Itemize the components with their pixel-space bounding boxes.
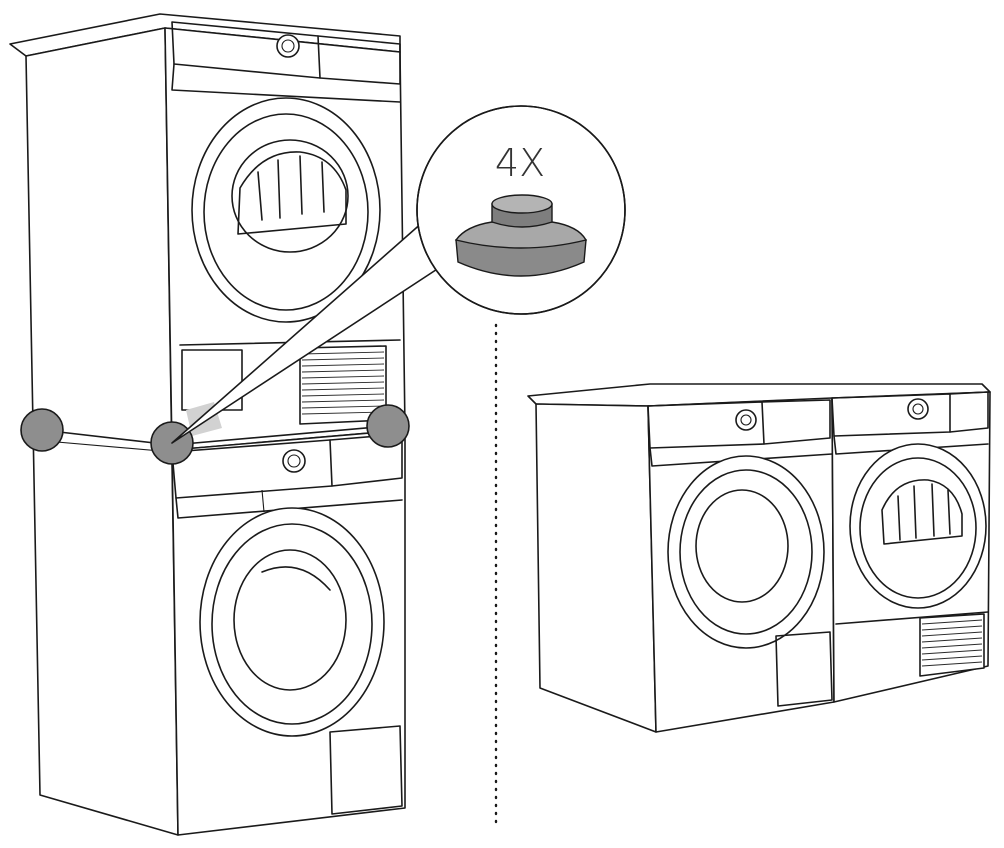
- rubber-foot-icon: [454, 194, 588, 277]
- side-dryer: [831, 391, 991, 703]
- dryer-vent: [299, 345, 387, 425]
- callout: 4X: [171, 105, 626, 444]
- dryer-knob-icon: [276, 34, 300, 58]
- dryer-door: [191, 97, 381, 323]
- side-washer-door: [667, 455, 825, 649]
- side-washer-knob-icon: [735, 409, 757, 431]
- side-washer: [647, 397, 835, 733]
- washer-door: [199, 507, 385, 737]
- callout-quantity-label: 4X: [495, 141, 545, 185]
- cabinet-side: [535, 403, 657, 733]
- side-dryer-vent: [919, 613, 985, 677]
- upper-dryer: [164, 21, 406, 451]
- washer-knob-icon: [282, 449, 306, 473]
- lower-washer: [171, 429, 406, 836]
- side-dryer-knob-icon: [907, 398, 929, 420]
- side-by-side-configuration: [527, 383, 991, 733]
- stacked-configuration: [9, 13, 410, 836]
- foot-marker-right: [366, 404, 410, 448]
- foot-marker-left: [20, 408, 64, 452]
- side-dryer-door: [849, 443, 987, 609]
